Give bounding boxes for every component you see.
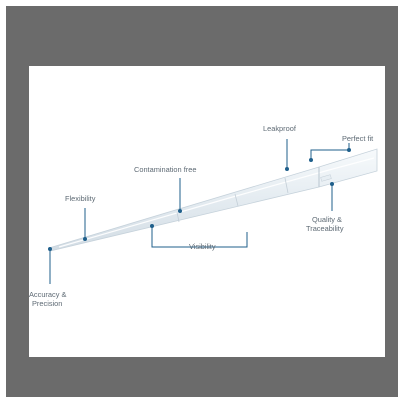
perfect-fit-leader — [310, 143, 350, 160]
label-leakproof: Leakproof — [263, 124, 297, 133]
tip-ring-3 — [284, 177, 289, 194]
label-flexibility: Flexibility — [65, 194, 96, 203]
accuracy-dot — [48, 247, 52, 251]
pipette-tip-diagram: Perfect fit Leakproof Contamination free… — [29, 124, 378, 308]
pipette-tip-highlight — [58, 157, 375, 248]
label-quality-line1: Quality & — [312, 215, 342, 224]
callout-dots — [48, 148, 351, 251]
leakproof-dot — [285, 167, 289, 171]
perfect-fit-dot — [309, 158, 313, 162]
visibility-leader — [151, 226, 248, 248]
label-visibility: Visibility — [189, 242, 216, 251]
tip-ring-2 — [234, 193, 239, 207]
quality-dot — [330, 182, 334, 186]
callout-labels: Perfect fit Leakproof Contamination free… — [29, 124, 373, 308]
pipette-tip — [48, 148, 378, 252]
label-accuracy-line1: Accuracy & — [29, 290, 66, 299]
visibility-dot — [150, 224, 154, 228]
callout-lines — [49, 139, 350, 284]
label-quality-line2: Traceability — [306, 224, 344, 233]
product-diagram-card: Perfect fit Leakproof Contamination free… — [29, 66, 385, 357]
perfect-fit-dot-2 — [347, 148, 351, 152]
label-accuracy-line2: Precision — [32, 299, 62, 308]
contamination-free-dot — [178, 209, 182, 213]
flexibility-dot — [83, 237, 87, 241]
traceability-marking — [320, 174, 332, 182]
label-perfect-fit: Perfect fit — [342, 134, 373, 143]
tip-ring-1 — [176, 211, 180, 223]
label-contamination-free: Contamination free — [134, 165, 196, 174]
